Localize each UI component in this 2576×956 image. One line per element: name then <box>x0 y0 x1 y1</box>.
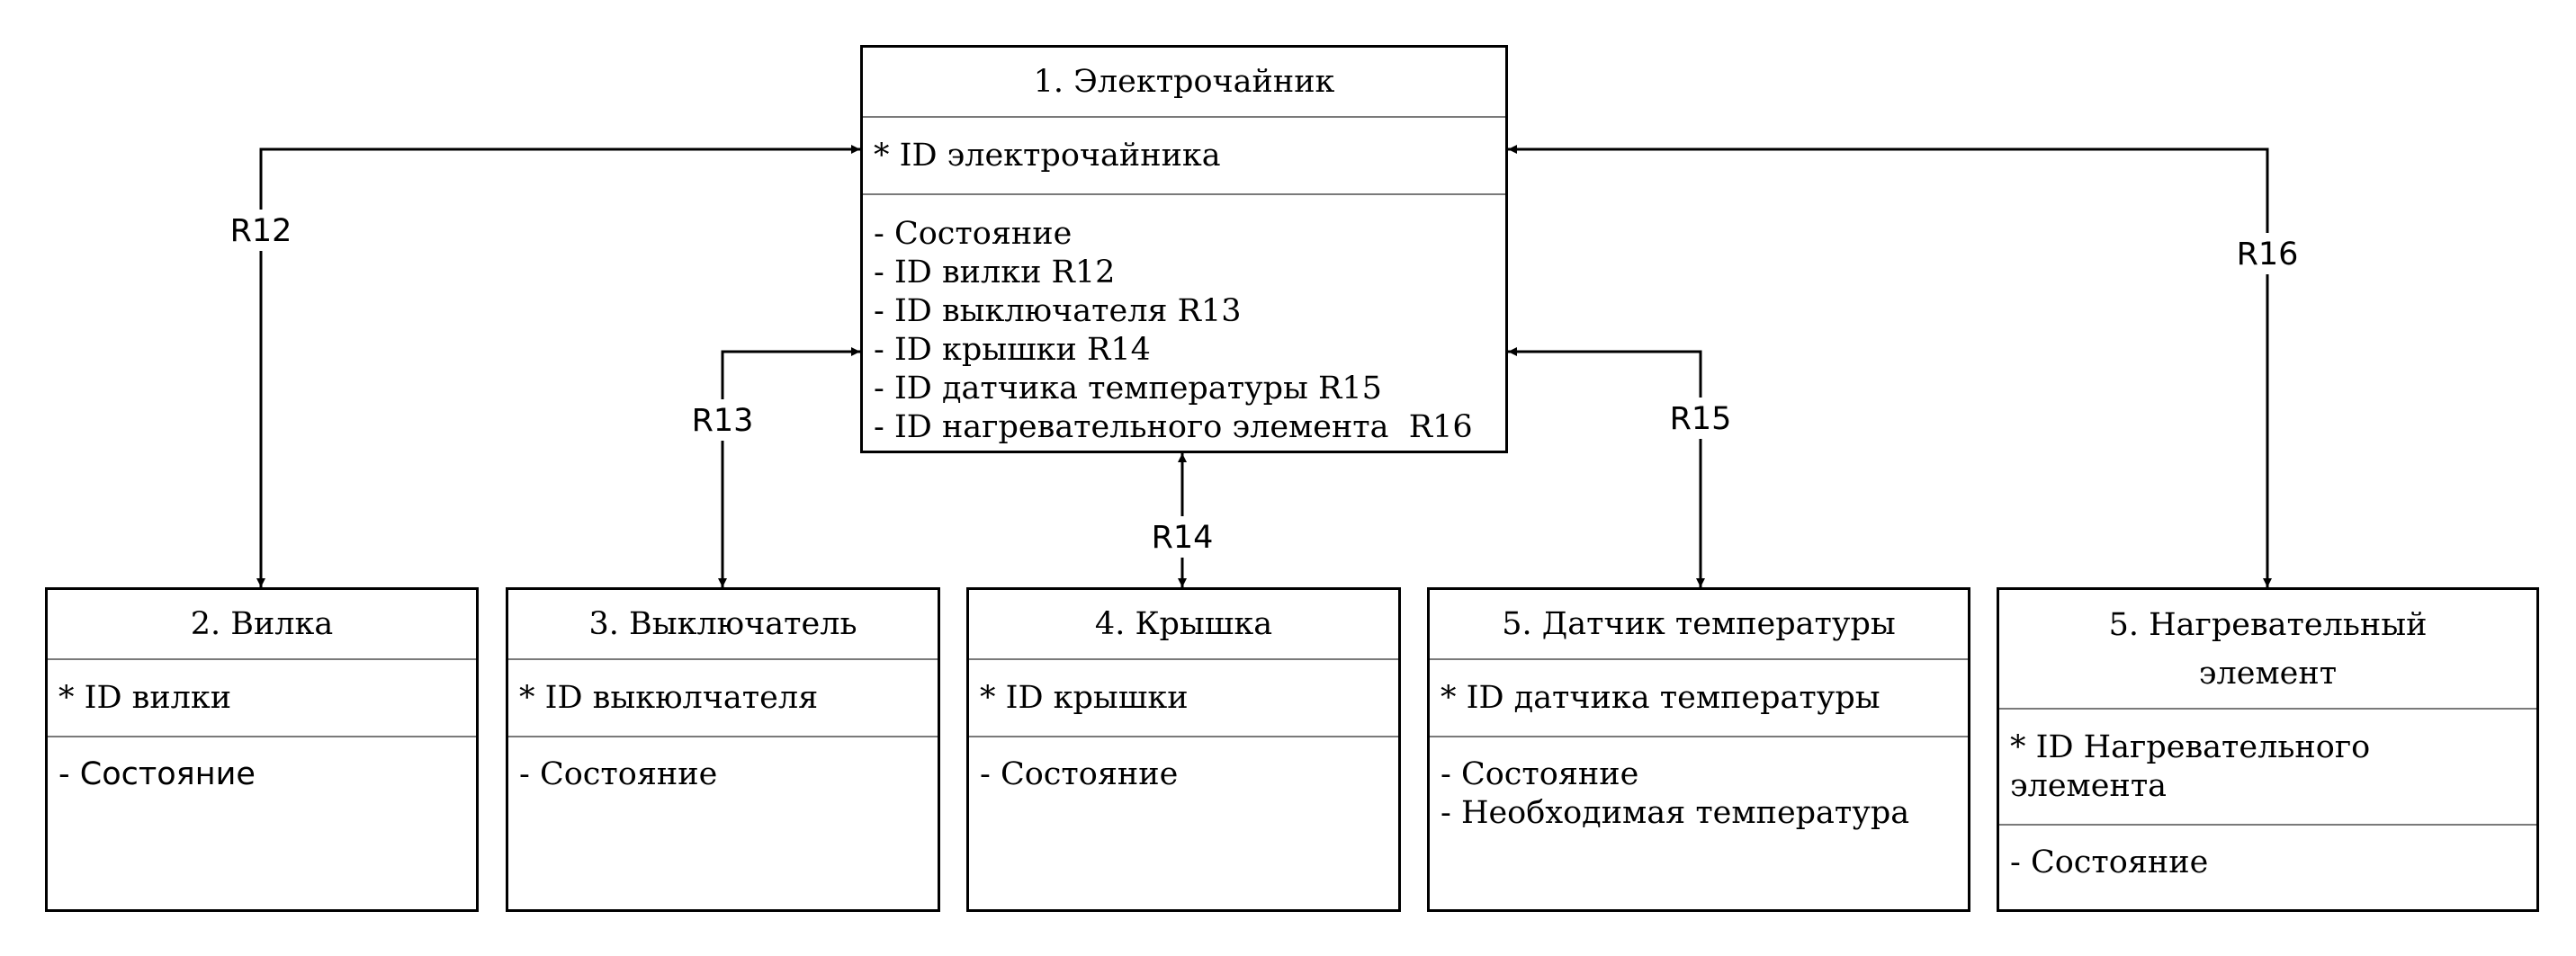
entity-temperature-sensor[interactable]: 5. Датчик температуры * ID датчика темпе… <box>1427 587 1970 912</box>
connector-r16 <box>1508 145 2272 587</box>
entity-title: 5. Датчик температуры <box>1502 606 1896 642</box>
attribute-field: - ID выключателя R13 <box>874 293 1242 329</box>
entity-title: 2. Вилка <box>190 606 334 642</box>
entity-heating-element[interactable]: 5. Нагревательный элемент * ID Нагревате… <box>1997 587 2539 912</box>
identifier-field: * ID электрочайника <box>874 137 1221 174</box>
identifier-field: * ID Нагревательного <box>2010 728 2371 765</box>
attribute-section: - Состояние <box>48 736 476 909</box>
connector-r12 <box>256 145 860 587</box>
attribute-section: - Состояние - Необходимая температура <box>1430 736 1968 909</box>
entity-title: 3. Выключатель <box>588 606 857 642</box>
attribute-section: - Состояние <box>508 736 938 909</box>
relation-label-r14: R14 <box>1152 520 1214 556</box>
attribute-field: - Состояние <box>58 756 256 792</box>
entity-lid[interactable]: 4. Крышка * ID крышки - Состояние <box>966 587 1401 912</box>
identifier-field: * ID вилки <box>58 679 232 716</box>
entity-title: 1. Электрочайник <box>1033 64 1335 100</box>
connector-r15 <box>1508 347 1705 587</box>
attribute-field: - ID датчика температуры R15 <box>874 371 1382 407</box>
attribute-field: - ID вилки R12 <box>874 255 1116 290</box>
entity-switch[interactable]: 3. Выключатель * ID выкюлчателя - Состоя… <box>506 587 940 912</box>
relation-label-r12: R12 <box>230 213 292 249</box>
attribute-field: - Необходимая температура <box>1441 795 1910 831</box>
attribute-section: - Состояние - ID вилки R12 - ID выключат… <box>863 193 1505 451</box>
entity-title: 4. Крышка <box>1094 606 1273 642</box>
entity-plug[interactable]: 2. Вилка * ID вилки - Состояние <box>45 587 479 912</box>
attribute-field: - Состояние <box>2010 844 2209 880</box>
entity-title: 5. Нагревательный элемент <box>2108 606 2428 692</box>
entity-kettle[interactable]: 1. Электрочайник * ID электрочайника - С… <box>860 45 1508 453</box>
identifier-field: * ID выкюлчателя <box>519 679 819 716</box>
identifier-field: элемента <box>2010 767 2168 804</box>
attribute-field: - ID крышки R14 <box>874 332 1151 368</box>
attribute-section: - Состояние <box>969 736 1398 909</box>
identifier-section: * ID выкюлчателя <box>508 658 938 736</box>
identifier-section: * ID вилки <box>48 658 476 736</box>
identifier-section: * ID датчика температуры <box>1430 658 1968 736</box>
relation-label-r16: R16 <box>2237 237 2299 273</box>
identifier-section: * ID электрочайника <box>863 116 1505 193</box>
attribute-field: - Состояние <box>980 756 1179 792</box>
attribute-section: - Состояние <box>1999 824 2536 909</box>
identifier-field: * ID крышки <box>980 679 1189 716</box>
attribute-field: - Состояние <box>519 756 718 792</box>
attribute-field: - ID нагревательного элемента R16 <box>874 409 1473 445</box>
connector-r13 <box>718 347 860 587</box>
relation-label-r15: R15 <box>1670 401 1732 437</box>
relation-label-r13: R13 <box>692 403 754 439</box>
identifier-section: * ID крышки <box>969 658 1398 736</box>
attribute-field: - Состояние <box>874 216 1073 252</box>
relation-labels: R12 R13 R14 R15 R16 <box>220 210 2309 558</box>
attribute-field: - Состояние <box>1441 756 1639 792</box>
identifier-section: * ID Нагревательного элемента <box>1999 708 2536 824</box>
identifier-field: * ID датчика температуры <box>1441 679 1880 716</box>
